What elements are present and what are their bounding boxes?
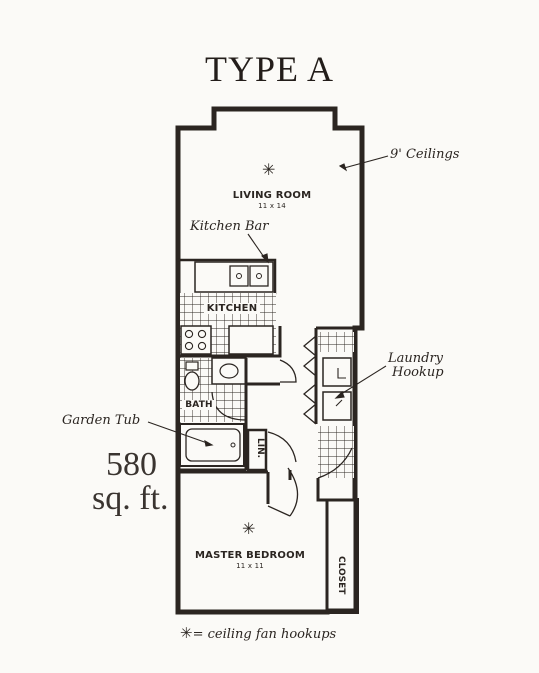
laundry-folding-door [302, 335, 318, 377]
living-room-label: LIVING ROOM 11 x 14 [222, 190, 322, 210]
ceiling-fan-icon: ✳ [180, 624, 193, 642]
laundry-callout-line2: Hookup [392, 365, 444, 380]
ceilings-callout: 9' Ceilings [390, 147, 460, 162]
bedroom-name: MASTER BEDROOM [195, 550, 305, 561]
hall-door-swing [317, 447, 353, 479]
square-footage-unit: sq. ft. [92, 480, 169, 517]
bedroom-dims: 11 x 11 [236, 562, 264, 570]
bath-label: BATH [182, 400, 216, 410]
garden-tub-callout: Garden Tub [62, 413, 141, 428]
laundry-callout: Laundry Hookup [388, 352, 444, 380]
closet-outer-wall [325, 498, 359, 614]
kitchen-range [180, 325, 212, 355]
kitchen-sink-right [249, 265, 269, 287]
kitchen-refrigerator [228, 325, 274, 355]
bath-door-swing [211, 391, 247, 421]
living-room-dims: 11 x 14 [258, 202, 286, 210]
living-room-name: LIVING ROOM [232, 190, 312, 201]
plan-title: TYPE A [204, 49, 334, 89]
kitchen-label: KITCHEN [204, 303, 260, 314]
kitchen-counter-top [194, 261, 274, 293]
kitchen-bar [176, 258, 277, 295]
legend-text: = ceiling fan hookups [192, 627, 337, 642]
bedroom-label: MASTER BEDROOM 11 x 11 [190, 550, 310, 570]
kitchen-sink-left [229, 265, 249, 287]
toilet [184, 371, 200, 391]
kitchen-hall-door [279, 359, 297, 383]
linen-hall-door [267, 431, 297, 463]
square-footage-value: 580 [106, 446, 157, 483]
living-fan-symbol: ✳ [262, 160, 276, 179]
kitchen-bar-callout: Kitchen Bar [190, 219, 269, 234]
square-footage: 580 sq. ft. [92, 448, 169, 516]
kitchen-bath-wall [178, 326, 282, 358]
outer-wall-left [175, 125, 330, 615]
washer [322, 357, 352, 387]
bedroom-fan-symbol: ✳ [242, 519, 256, 538]
legend: ✳= ceiling fan hookups [180, 624, 336, 642]
linen-closet [246, 428, 268, 472]
laundry-callout-line1: Laundry [388, 351, 444, 366]
closet [325, 498, 357, 612]
